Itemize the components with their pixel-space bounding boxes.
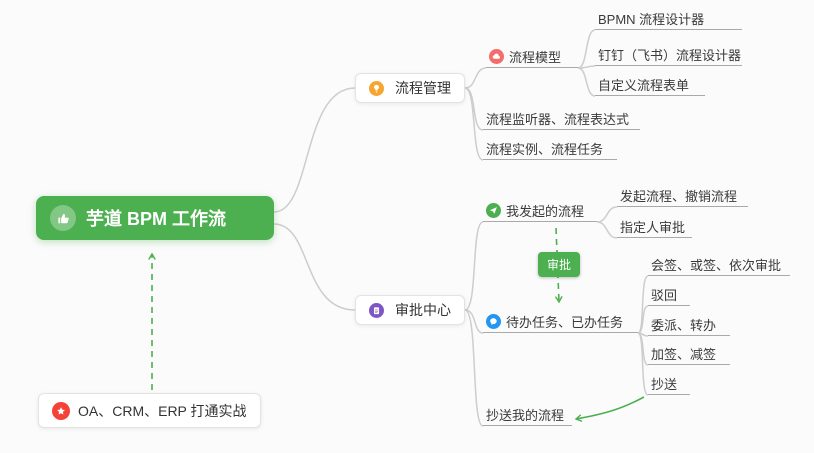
node-label: 流程模型 bbox=[509, 50, 562, 65]
cloud-icon bbox=[489, 49, 504, 64]
leaf-label: 发起流程、撤销流程 bbox=[620, 189, 738, 204]
leaf-label: 委派、转办 bbox=[651, 318, 717, 333]
paper-plane-icon bbox=[486, 203, 501, 218]
leaf-listener-expression[interactable]: 流程监听器、流程表达式 bbox=[483, 108, 640, 130]
branch-process-management[interactable]: 流程管理 bbox=[355, 73, 465, 103]
leaf-label: 加签、减签 bbox=[651, 347, 717, 362]
branch-approval-center[interactable]: 审批中心 bbox=[355, 295, 465, 325]
cc-link-arrow bbox=[574, 396, 645, 422]
chat-bubble-icon bbox=[486, 314, 501, 329]
leaf-assignee-approval[interactable]: 指定人审批 bbox=[617, 216, 692, 238]
note-oa-crm-erp[interactable]: OA、CRM、ERP 打通实战 bbox=[38, 393, 261, 428]
leaf-add-reduce-sign[interactable]: 加签、减签 bbox=[648, 343, 730, 365]
leaf-initiate-cancel-process[interactable]: 发起流程、撤销流程 bbox=[617, 185, 748, 207]
leaf-label: 抄送 bbox=[651, 377, 678, 392]
node-label: 待办任务、已办任务 bbox=[506, 315, 624, 330]
leaf-instance-task[interactable]: 流程实例、流程任务 bbox=[483, 138, 617, 160]
clipboard-icon bbox=[369, 302, 384, 318]
node-my-initiated-process[interactable]: 我发起的流程 bbox=[483, 200, 597, 222]
root-node[interactable]: 芋道 BPM 工作流 bbox=[36, 196, 274, 240]
note-label: OA、CRM、ERP 打通实战 bbox=[78, 402, 247, 419]
leaf-label: 自定义流程表单 bbox=[598, 78, 690, 93]
leaf-label: 钉钉（飞书）流程设计器 bbox=[598, 48, 742, 63]
leaf-countersign-orsign-sequential[interactable]: 会签、或签、依次审批 bbox=[648, 254, 790, 276]
thumbs-up-icon bbox=[50, 205, 76, 231]
leaf-label: 流程监听器、流程表达式 bbox=[486, 112, 630, 127]
leaf-label: 驳回 bbox=[651, 288, 678, 303]
badge-label: 审批 bbox=[547, 258, 572, 272]
leaf-cc-my-process[interactable]: 抄送我的流程 bbox=[483, 404, 572, 426]
leaf-label: 指定人审批 bbox=[620, 220, 686, 235]
node-process-model[interactable]: 流程模型 bbox=[486, 46, 578, 68]
lightbulb-icon bbox=[369, 80, 384, 96]
leaf-label: 会签、或签、依次审批 bbox=[651, 258, 782, 273]
node-todo-done-tasks[interactable]: 待办任务、已办任务 bbox=[483, 311, 638, 333]
star-icon bbox=[52, 401, 70, 420]
leaf-delegate-transfer[interactable]: 委派、转办 bbox=[648, 314, 730, 336]
leaf-bpmn-designer[interactable]: BPMN 流程设计器 bbox=[595, 8, 742, 30]
leaf-label: BPMN 流程设计器 bbox=[598, 12, 705, 27]
leaf-cc[interactable]: 抄送 bbox=[648, 373, 690, 395]
leaf-custom-process-form[interactable]: 自定义流程表单 bbox=[595, 74, 705, 96]
root-label: 芋道 BPM 工作流 bbox=[86, 209, 227, 229]
leaf-dingtalk-feishu-designer[interactable]: 钉钉（飞书）流程设计器 bbox=[595, 44, 742, 66]
branch-label: 审批中心 bbox=[395, 302, 451, 318]
branch-label: 流程管理 bbox=[395, 80, 451, 96]
leaf-reject[interactable]: 驳回 bbox=[648, 284, 690, 306]
approval-badge: 审批 bbox=[538, 252, 581, 277]
leaf-label: 抄送我的流程 bbox=[486, 408, 565, 423]
leaf-label: 流程实例、流程任务 bbox=[486, 142, 604, 157]
node-label: 我发起的流程 bbox=[506, 204, 585, 219]
